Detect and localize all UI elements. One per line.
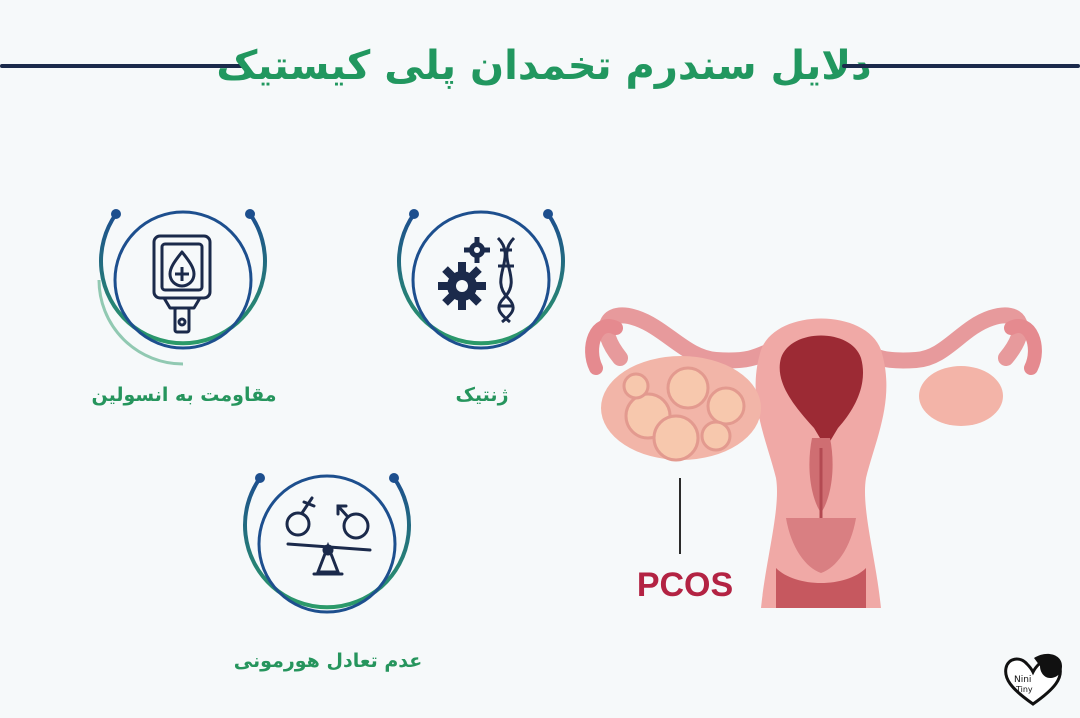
hormonal-ring [243,473,411,614]
cause-hormonal-imbalance: عدم تعادل هورمونی [228,462,428,682]
cause-label: مقاومت به انسولین [91,384,277,406]
insulin-ring [97,209,267,366]
cause-label: ژنتیک [455,384,509,406]
insulin-bag-icon [152,234,212,334]
genetics-ring [397,209,565,350]
cause-genetics: ژنتیک [382,198,582,428]
cause-label: عدم تعادل هورمونی [233,650,423,672]
cause-insulin-resistance: مقاومت به انسولین [84,198,284,428]
gear-dna-icon [438,236,516,324]
title-banner: دلایل سندرم تخمدان پلی کیستیک [0,28,1080,104]
pcos-pointer-line [679,478,681,554]
svg-text:Nini: Nini [1014,675,1031,685]
uterus-ovary-illustration [585,307,1042,608]
brand-logo: Nini Tiny [1004,653,1062,706]
svg-text:Tiny: Tiny [1015,685,1033,694]
page-title: دلایل سندرم تخمدان پلی کیستیک [216,43,872,89]
pcos-label: PCOS [636,566,734,604]
title-rule-left [0,64,246,68]
scale-gender-icon [285,496,372,576]
title-rule-right [842,64,1080,68]
